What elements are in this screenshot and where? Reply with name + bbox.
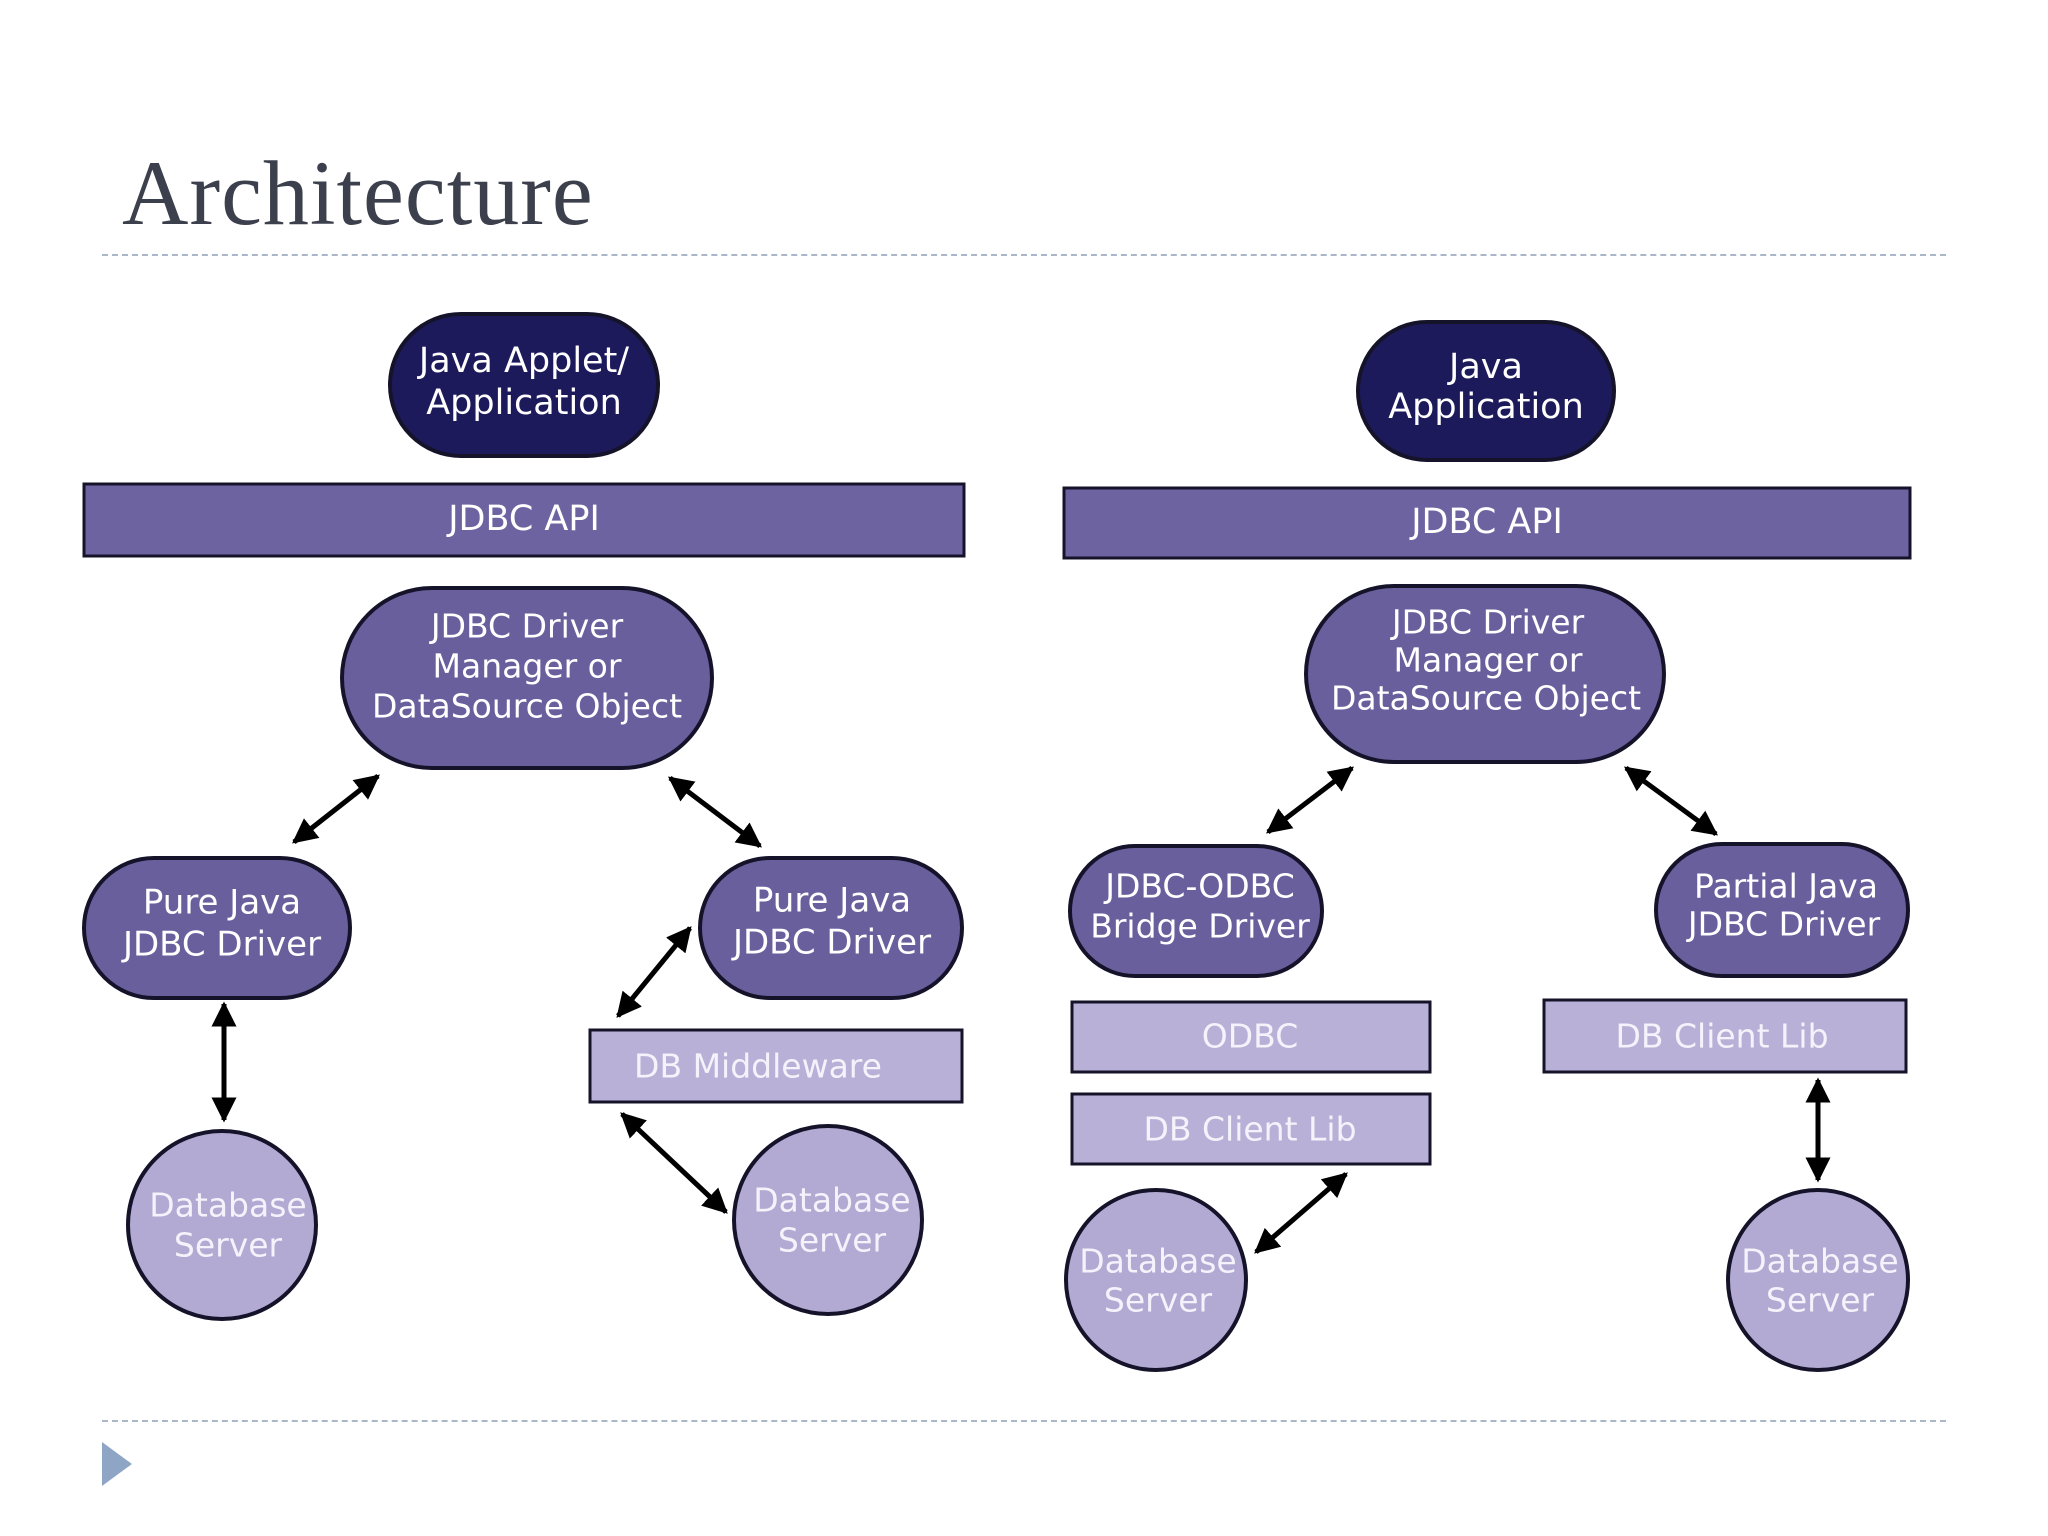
left-jdbc-api-label: JDBC API <box>446 499 600 539</box>
left-pure-java-driver-2: Pure Java JDBC Driver <box>698 856 964 1000</box>
left-arrow-middleware-server2 <box>620 1112 728 1214</box>
left-java-app-line1: Java Applet/ <box>417 341 629 381</box>
left-java-app-node: Java Applet/ Application <box>388 312 660 458</box>
right-server2-line1: Database <box>1741 1242 1898 1281</box>
left-database-server-1: Database Server <box>126 1129 318 1321</box>
right-partial-line2: JDBC Driver <box>1686 905 1881 944</box>
right-client-lib-right-label: DB Client Lib <box>1615 1017 1828 1056</box>
right-java-app-node: Java Application <box>1356 320 1616 462</box>
right-arrow-manager-bridge <box>1266 766 1354 834</box>
right-java-app-line2: Application <box>1388 387 1584 427</box>
bullet-arrow-icon <box>102 1442 132 1486</box>
right-java-app-line1: Java <box>1447 347 1523 387</box>
footer-divider <box>102 1420 1946 1422</box>
right-bridge-line1: JDBC-ODBC <box>1103 867 1295 906</box>
left-manager-line1: JDBC Driver <box>429 607 624 646</box>
left-manager-line3: DataSource Object <box>372 687 682 726</box>
right-arrow-clientlib-server1 <box>1254 1172 1348 1254</box>
right-jdbc-odbc-bridge-node: JDBC-ODBC Bridge Driver <box>1068 844 1324 978</box>
right-database-server-1: Database Server <box>1064 1188 1248 1372</box>
left-driver2-line2: JDBC Driver <box>731 923 931 963</box>
left-db-middleware-bar: DB Middleware <box>588 1028 964 1104</box>
left-driver-manager-node: JDBC Driver Manager or DataSource Object <box>340 586 714 770</box>
left-database-server-2: Database Server <box>732 1124 924 1316</box>
right-manager-line1: JDBC Driver <box>1390 603 1585 642</box>
left-pure-java-driver-1: Pure Java JDBC Driver <box>82 856 352 1000</box>
right-server2-line2: Server <box>1766 1281 1875 1320</box>
left-java-app-line2: Application <box>426 383 622 423</box>
right-jdbc-api-label: JDBC API <box>1409 502 1563 542</box>
right-database-server-2: Database Server <box>1726 1188 1910 1372</box>
left-middleware-label: DB Middleware <box>634 1047 882 1086</box>
right-manager-line3: DataSource Object <box>1331 679 1641 718</box>
left-server1-line2: Server <box>174 1226 283 1265</box>
right-db-client-lib-right: DB Client Lib <box>1542 998 1908 1074</box>
right-server1-line2: Server <box>1104 1281 1213 1320</box>
left-server1-line1: Database <box>149 1186 306 1225</box>
title-divider <box>102 254 1946 256</box>
right-diagram: Java Application JDBC API JDBC Driver Ma… <box>1062 320 1912 1372</box>
left-arrow-manager-driver1 <box>292 774 380 844</box>
right-client-lib-left-label: DB Client Lib <box>1143 1110 1356 1149</box>
left-server2-line2: Server <box>778 1221 887 1260</box>
left-jdbc-api-bar: JDBC API <box>82 482 966 558</box>
right-odbc-bar: ODBC <box>1070 1000 1432 1074</box>
left-driver2-line1: Pure Java <box>753 881 911 921</box>
right-arrow-manager-partial <box>1623 765 1719 837</box>
right-jdbc-api-bar: JDBC API <box>1062 486 1912 560</box>
right-manager-line2: Manager or <box>1394 641 1583 680</box>
right-driver-manager-node: JDBC Driver Manager or DataSource Object <box>1304 584 1666 764</box>
right-bridge-line2: Bridge Driver <box>1090 907 1310 946</box>
left-driver1-line1: Pure Java <box>143 883 301 923</box>
right-server1-line1: Database <box>1079 1242 1236 1281</box>
left-server2-line1: Database <box>753 1181 910 1220</box>
slide-title: Architecture <box>122 142 594 244</box>
left-diagram: Java Applet/ Application JDBC API JDBC D… <box>82 312 966 1321</box>
right-partial-line1: Partial Java <box>1694 867 1878 906</box>
right-db-client-lib-left: DB Client Lib <box>1070 1092 1432 1166</box>
left-arrow-manager-driver2 <box>668 776 762 848</box>
left-manager-line2: Manager or <box>433 647 622 686</box>
right-partial-java-driver-node: Partial Java JDBC Driver <box>1654 842 1910 978</box>
left-driver1-line2: JDBC Driver <box>121 925 321 965</box>
right-odbc-label: ODBC <box>1202 1017 1299 1056</box>
left-arrow-driver2-middleware <box>616 926 692 1018</box>
